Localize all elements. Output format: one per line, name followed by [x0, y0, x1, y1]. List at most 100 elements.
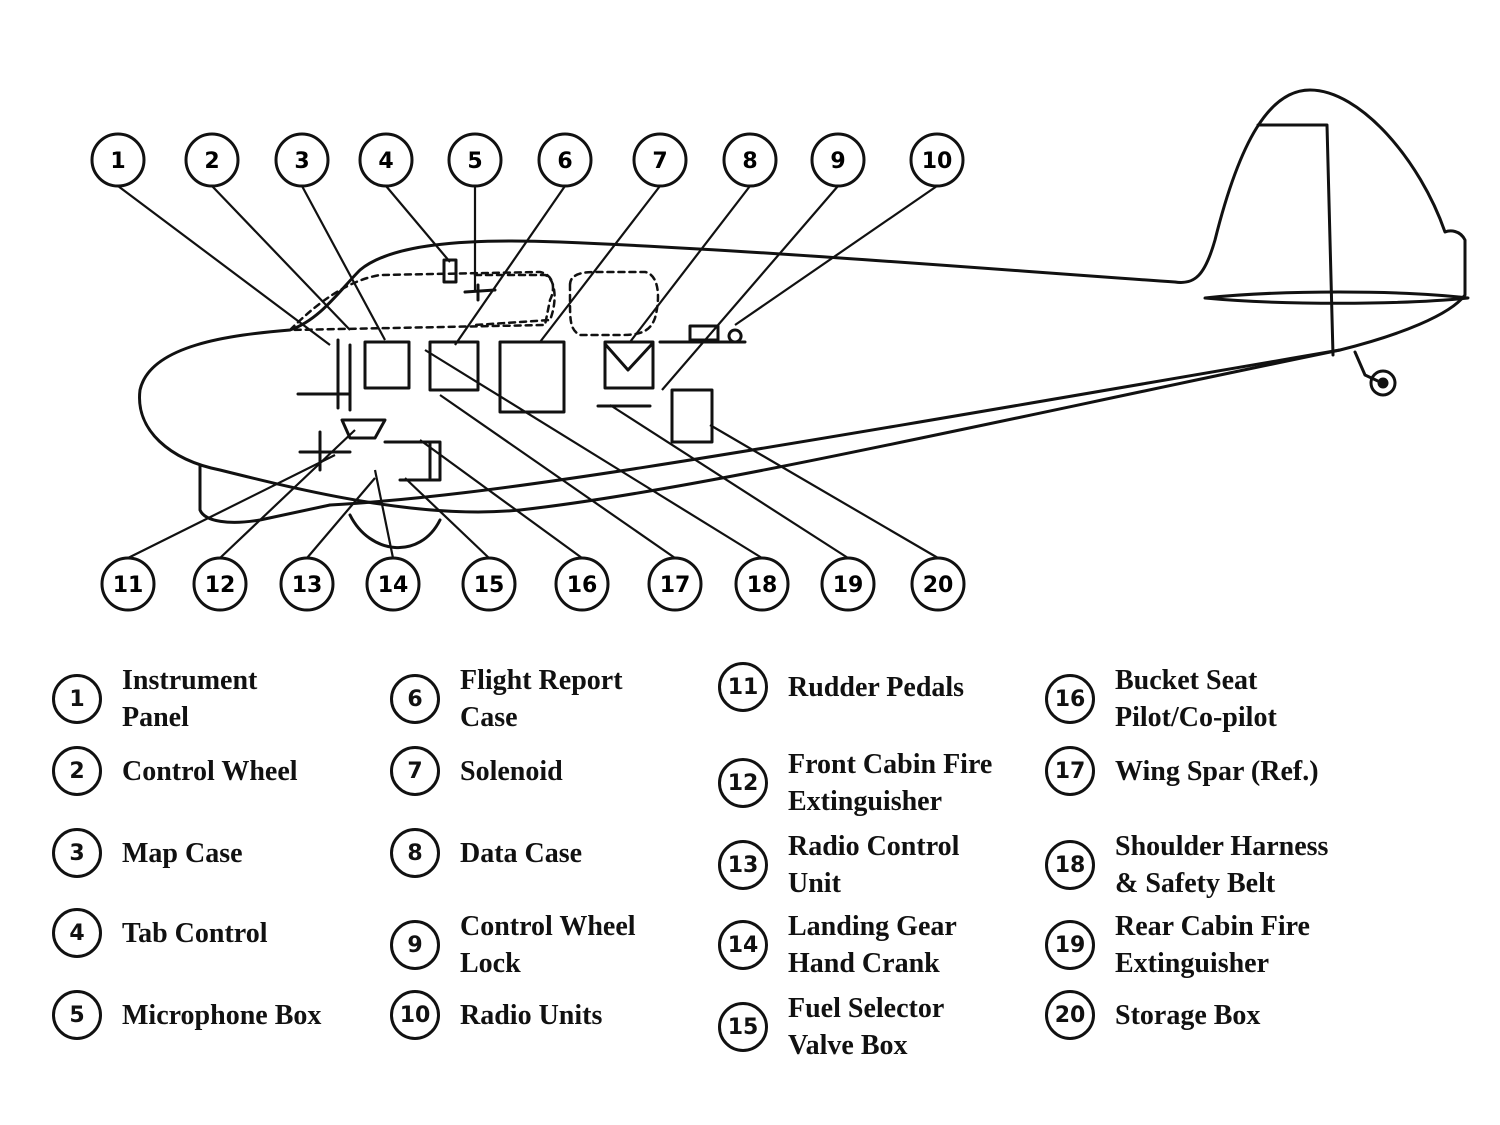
callout-number: 2	[204, 149, 219, 174]
rudder-line	[1256, 123, 1335, 357]
leader-line	[629, 185, 751, 343]
leader-line	[609, 404, 849, 559]
legend-label: Flight Report Case	[460, 665, 623, 733]
leader-line	[373, 469, 395, 559]
legend-number: 16	[1045, 674, 1095, 724]
callout-circle	[90, 132, 146, 188]
instrument-panel	[336, 338, 352, 412]
cabin-window-1	[473, 273, 556, 327]
legend-item: 13 Radio Control Unit	[718, 828, 959, 902]
legend-item: 16 Bucket Seat Pilot/Co-pilot	[1045, 662, 1277, 736]
leader-line	[734, 185, 938, 326]
callout-circle	[647, 556, 703, 612]
legend-number: 6	[390, 674, 440, 724]
legend-number: 15	[718, 1002, 768, 1052]
data-case	[603, 340, 655, 390]
legend-item: 8 Data Case	[390, 828, 582, 878]
legend-label: Control Wheel Lock	[460, 911, 636, 979]
callout-number: 16	[567, 573, 598, 598]
legend-label: Instrument Panel	[122, 665, 258, 733]
tab-control	[442, 258, 458, 284]
callout-number: 20	[923, 573, 954, 598]
wing-spar	[328, 348, 1342, 507]
callout-number: 13	[292, 573, 323, 598]
microphone-box	[463, 283, 497, 302]
legend-label: Front Cabin Fire Extinguisher	[788, 749, 993, 817]
callout-4: 4	[358, 132, 414, 188]
callout-7: 7	[632, 132, 688, 188]
legend-number: 14	[718, 920, 768, 970]
leader-line	[439, 394, 676, 559]
leader-line	[454, 185, 566, 346]
callout-circle	[274, 132, 330, 188]
leader-line	[127, 454, 336, 559]
leader-line	[404, 477, 490, 559]
legend-number: 9	[390, 920, 440, 970]
callout-1: 1	[90, 132, 146, 188]
legend-number: 7	[390, 746, 440, 796]
fuselage-outline	[138, 88, 1467, 514]
callout-circle	[100, 556, 156, 612]
callout-16: 16	[554, 556, 610, 612]
legend-number: 8	[390, 828, 440, 878]
legend-item: 9 Control Wheel Lock	[390, 908, 636, 982]
callout-circle	[632, 132, 688, 188]
legend-number: 13	[718, 840, 768, 890]
callout-13: 13	[279, 556, 335, 612]
legend-item: 6 Flight Report Case	[390, 662, 623, 736]
leader-line	[117, 185, 331, 346]
legend-label: Fuel Selector Valve Box	[788, 993, 945, 1061]
callout-20: 20	[910, 556, 966, 612]
callout-10: 10	[909, 132, 965, 188]
callout-number: 1	[110, 149, 125, 174]
legend-number: 12	[718, 758, 768, 808]
storage-box	[670, 388, 714, 444]
leader-line	[661, 185, 839, 391]
legend-number: 11	[718, 662, 768, 712]
callout-circle	[909, 132, 965, 188]
legend-label: Radio Units	[460, 999, 603, 1031]
rudder-pedals	[298, 430, 352, 472]
legend-label: Data Case	[460, 837, 583, 869]
leader-line	[385, 185, 451, 263]
cabin-window-2	[568, 270, 660, 337]
callout-circle	[279, 556, 335, 612]
legend-label: Rear Cabin Fire Extinguisher	[1115, 911, 1310, 979]
leader-line	[709, 424, 939, 559]
callout-12: 12	[192, 556, 248, 612]
callout-17: 17	[647, 556, 703, 612]
callout-number: 15	[474, 573, 505, 598]
windshield	[288, 270, 555, 332]
callout-2: 2	[184, 132, 240, 188]
front-fire-extinguisher	[340, 418, 387, 440]
legend-item: 15 Fuel Selector Valve Box	[718, 990, 944, 1064]
radio-units	[658, 324, 747, 344]
callout-3: 3	[274, 132, 330, 188]
legend-label: Radio Control Unit	[788, 831, 960, 899]
callout-11: 11	[100, 556, 156, 612]
callout-number: 9	[830, 149, 845, 174]
callout-number: 19	[833, 573, 864, 598]
callout-9: 9	[810, 132, 866, 188]
legend-label: Landing Gear Hand Crank	[788, 911, 957, 979]
callout-circle	[537, 132, 593, 188]
callout-18: 18	[734, 556, 790, 612]
callout-circle	[810, 132, 866, 188]
tailwheel	[1369, 369, 1397, 397]
callout-circle	[910, 556, 966, 612]
callout-number: 12	[205, 573, 236, 598]
leader-line	[419, 439, 583, 559]
solenoid-case	[498, 340, 566, 414]
legend-label: Bucket Seat Pilot/Co-pilot	[1115, 665, 1277, 733]
callout-number: 17	[660, 573, 691, 598]
